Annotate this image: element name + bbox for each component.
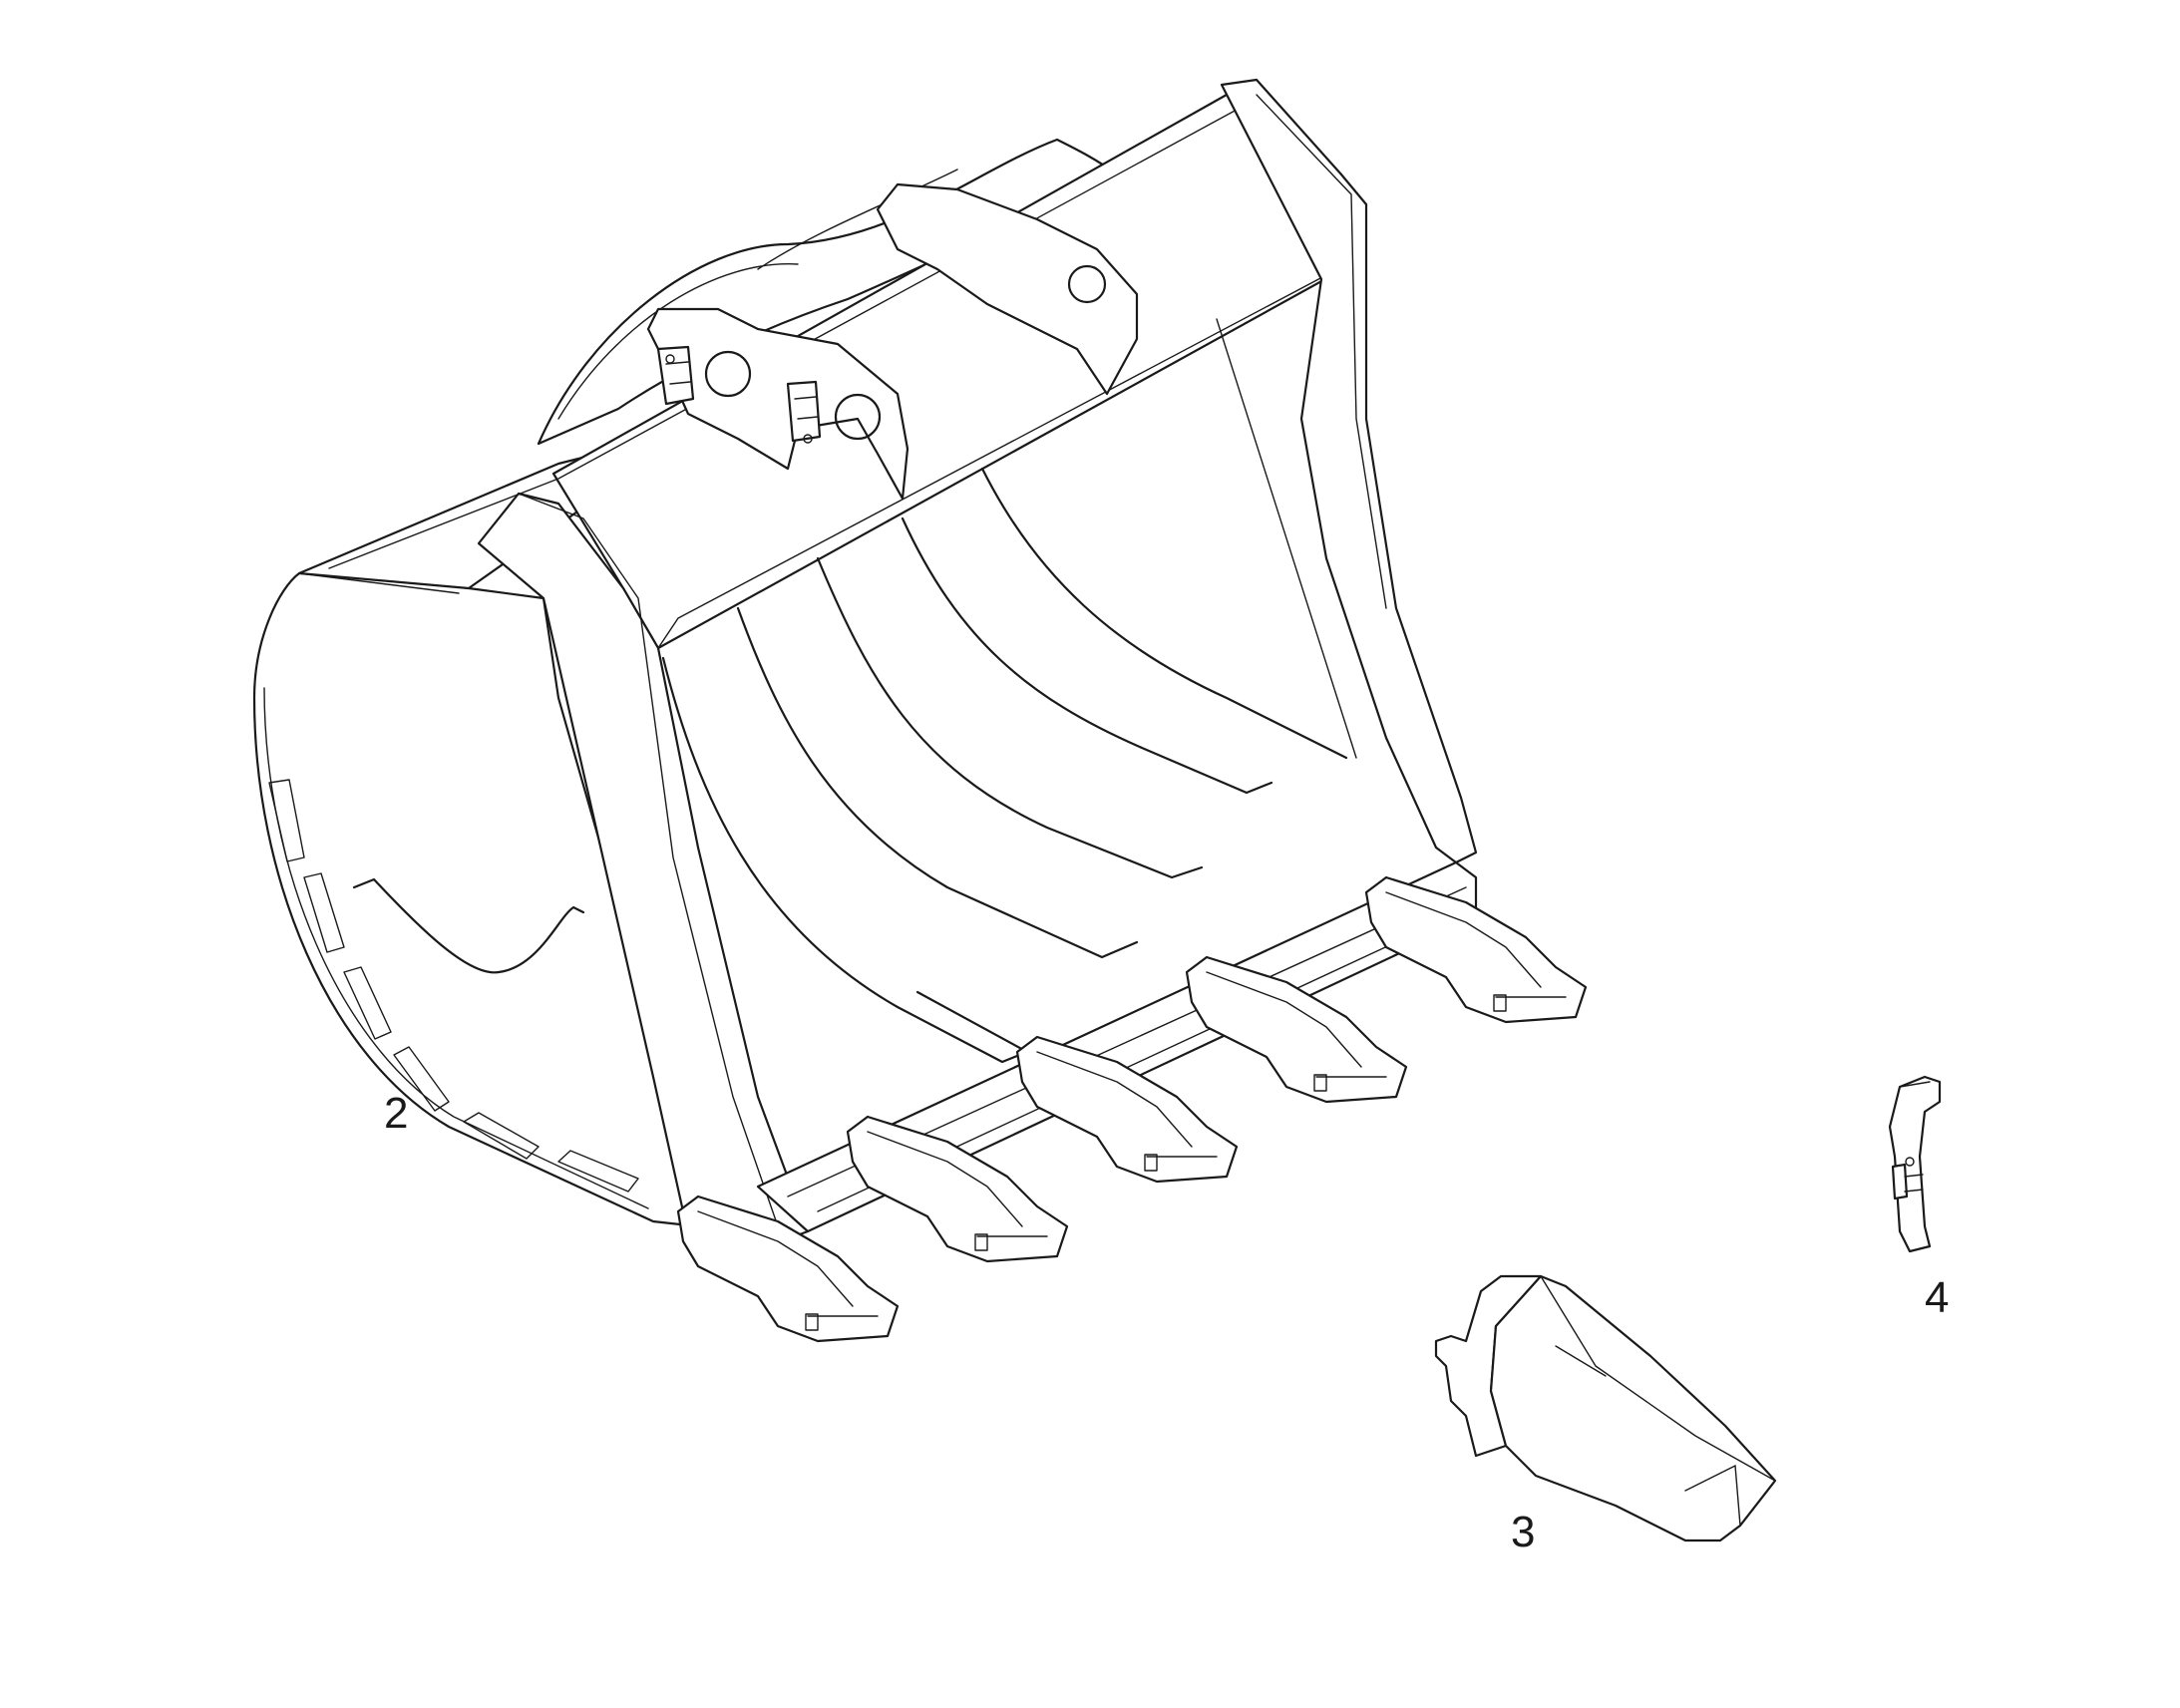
callout-bucket: 2 [384, 1089, 409, 1138]
tooth-part-drawing [1434, 1274, 1777, 1542]
bucket-tooth [1015, 1035, 1239, 1184]
bucket-tooth [1185, 955, 1408, 1104]
bucket-mount-bracket-right [876, 182, 1139, 396]
bucket-left-side-plate [252, 566, 700, 1228]
bucket-tooth [846, 1115, 1069, 1263]
bucket-tooth [1364, 875, 1588, 1024]
bucket-tooth-row [676, 875, 1588, 1343]
bucket-inner-rib-1 [661, 656, 1029, 1064]
bucket-inner-rib-2 [736, 606, 1139, 959]
retainer-pin-drawing [1888, 1075, 1942, 1253]
callout-retainer-pin: 4 [1925, 1273, 1950, 1322]
tooth-tip-body [1489, 1274, 1777, 1542]
retainer-pin-body [1888, 1075, 1942, 1253]
callout-tooth: 3 [1511, 1508, 1536, 1556]
bucket-tooth [676, 1195, 900, 1343]
bucket-inner-rib-4 [901, 516, 1273, 795]
bucket-right-side-plate [1220, 78, 1478, 864]
bucket-inner-rib-3 [816, 556, 1204, 879]
